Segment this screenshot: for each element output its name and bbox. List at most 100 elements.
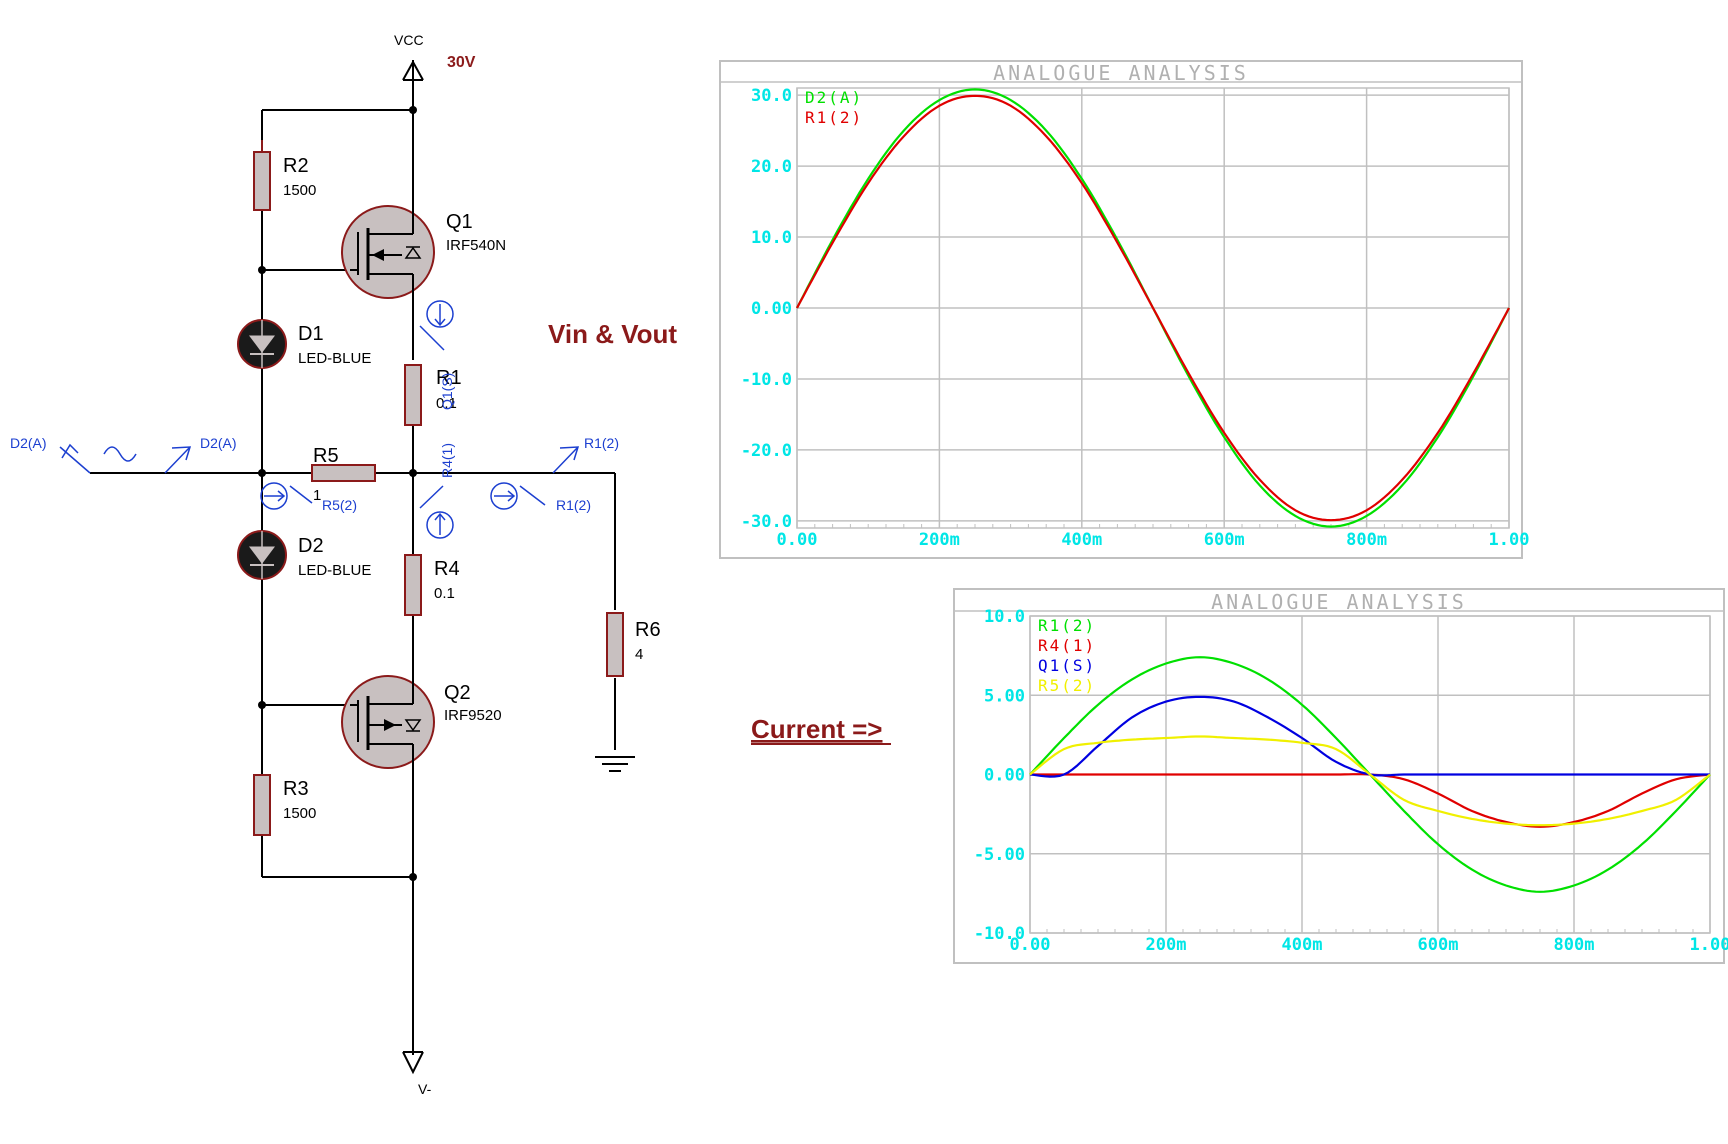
r5-name: R5 xyxy=(313,445,339,467)
q1-name: Q1 xyxy=(446,211,473,233)
junction-dots xyxy=(258,106,417,881)
y-tick-label: 5.00 xyxy=(984,686,1025,706)
y-tick-label: -30.0 xyxy=(741,512,792,532)
y-tick-label: 10.0 xyxy=(984,607,1025,627)
x-tick-label: 600m xyxy=(1204,530,1245,550)
current-probe-r4-1-icon[interactable] xyxy=(419,485,454,539)
legend-entry: R1(2) xyxy=(805,108,863,127)
voltage-graph-y-ticks: 30.0 20.0 10.0 0.00 -10.0 -20.0 -30.0 xyxy=(741,86,792,532)
probe-label-r4-1: R4(1) xyxy=(439,443,455,478)
voltage-graph-series xyxy=(796,88,1510,528)
r5-value: 1 xyxy=(313,487,321,504)
resistor-r2[interactable]: R2 1500 xyxy=(253,140,316,211)
y-tick-label: 30.0 xyxy=(751,86,792,106)
resistor-r6[interactable]: R6 4 xyxy=(606,612,661,677)
r1-name: R1 xyxy=(436,367,462,389)
voltage-probe-r1-2-icon[interactable] xyxy=(552,446,580,474)
x-tick-label: 800m xyxy=(1554,935,1595,955)
y-tick-label: 0.00 xyxy=(984,766,1025,786)
y-tick-label: -10.0 xyxy=(974,924,1025,944)
mosfet-q1[interactable]: Q1 IRF540N xyxy=(341,205,506,299)
r6-name: R6 xyxy=(635,619,661,641)
x-tick-label: 400m xyxy=(1061,530,1102,550)
r4-name: R4 xyxy=(434,558,460,580)
q2-value: IRF9520 xyxy=(444,707,502,724)
x-tick-label: 0.00 xyxy=(777,530,818,550)
x-tick-label: 600m xyxy=(1418,935,1459,955)
x-tick-label: 200m xyxy=(919,530,960,550)
current-graph-y-ticks: 10.0 5.00 0.00 -5.00 -10.0 xyxy=(974,607,1025,944)
y-tick-label: 20.0 xyxy=(751,157,792,177)
legend-entry: R5(2) xyxy=(1038,676,1096,695)
y-tick-label: 10.0 xyxy=(751,228,792,248)
ac-source-icon xyxy=(103,446,137,462)
legend-entry: D2(A) xyxy=(805,88,863,107)
vminus-terminal-icon xyxy=(402,1051,424,1075)
r3-name: R3 xyxy=(283,778,309,800)
legend-entry: R4(1) xyxy=(1038,636,1096,655)
current-graph: ANALOGUE ANALYSIS 10.0 5.00 0.00 -5.00 -10.0… xyxy=(953,588,1728,964)
d2-value: LED-BLUE xyxy=(298,562,371,579)
r6-value: 4 xyxy=(635,646,643,663)
current-probe-r5-2-icon[interactable] xyxy=(260,482,313,510)
voltage-probe-d2a-left-icon[interactable] xyxy=(59,443,91,474)
current-probe-r1-2-icon[interactable] xyxy=(490,482,546,510)
q2-name: Q2 xyxy=(444,682,471,704)
probe-label-d2a-left: D2(A) xyxy=(10,435,47,451)
current-probe-q1-s-icon[interactable] xyxy=(419,300,454,351)
x-tick-label: 1.00 xyxy=(1489,530,1530,550)
y-tick-label: -20.0 xyxy=(741,441,792,461)
voltage-graph-legend: D2(A)R1(2) xyxy=(805,88,863,127)
probe-label-q1-s: Q1(S) xyxy=(439,373,455,410)
probe-label-r1-2-curr: R1(2) xyxy=(556,497,591,513)
y-tick-label: -10.0 xyxy=(741,370,792,390)
series-line-r1-2- xyxy=(796,94,1510,522)
y-tick-label: -5.00 xyxy=(974,845,1025,865)
current-graph-series xyxy=(1029,656,1711,893)
voltage-graph-x-ticks: 0.00 200m 400m 600m 800m 1.00 xyxy=(777,530,1530,550)
d1-name: D1 xyxy=(298,323,324,345)
r1-value: 0.1 xyxy=(436,395,457,412)
y-tick-label: 0.00 xyxy=(751,299,792,319)
d1-value: LED-BLUE xyxy=(298,350,371,367)
x-tick-label: 0.00 xyxy=(1010,935,1051,955)
led-d1[interactable]: D1 LED-BLUE xyxy=(237,319,371,369)
current-annotation: Current => xyxy=(751,714,883,744)
r2-value: 1500 xyxy=(283,182,316,199)
resistor-r5[interactable]: R5 1 xyxy=(311,445,376,504)
probe-label-d2a-right: D2(A) xyxy=(200,435,237,451)
x-tick-label: 200m xyxy=(1146,935,1187,955)
vcc-terminal-icon xyxy=(402,59,424,82)
vminus-label: V- xyxy=(418,1081,432,1097)
voltage-graph-title: ANALOGUE ANALYSIS xyxy=(993,61,1249,85)
vcc-voltage-label: 30V xyxy=(447,54,476,71)
x-tick-label: 400m xyxy=(1282,935,1323,955)
vin-vout-annotation: Vin & Vout xyxy=(548,319,677,349)
resistor-r4[interactable]: R4 0.1 xyxy=(404,554,460,616)
voltage-graph: ANALOGUE ANALYSIS 30.0 20.0 10.0 0.00 -10.0 -… xyxy=(719,60,1530,559)
resistor-r1[interactable]: R1 0.1 xyxy=(404,364,462,426)
legend-entry: R1(2) xyxy=(1038,616,1096,635)
x-tick-label: 1.00 xyxy=(1690,935,1728,955)
current-graph-x-ticks: 0.00 200m 400m 600m 800m 1.00 xyxy=(1010,935,1728,955)
ground-icon xyxy=(595,756,635,772)
vcc-label: VCC xyxy=(394,32,424,48)
voltage-graph-grid xyxy=(796,88,1510,528)
probe-label-r5-2: R5(2) xyxy=(322,497,357,513)
q1-value: IRF540N xyxy=(446,237,506,254)
r4-value: 0.1 xyxy=(434,585,455,602)
r3-value: 1500 xyxy=(283,805,316,822)
mosfet-q2[interactable]: Q2 IRF9520 xyxy=(341,675,502,769)
d2-name: D2 xyxy=(298,535,324,557)
r2-name: R2 xyxy=(283,155,309,177)
series-line-r5-2- xyxy=(1029,735,1711,827)
current-graph-title: ANALOGUE ANALYSIS xyxy=(1211,590,1467,614)
probe-label-r1-2-volt: R1(2) xyxy=(584,435,619,451)
voltage-probe-d2a-right-icon[interactable] xyxy=(164,446,192,474)
led-d2[interactable]: D2 LED-BLUE xyxy=(237,530,371,580)
x-tick-label: 800m xyxy=(1346,530,1387,550)
resistor-r3[interactable]: R3 1500 xyxy=(253,774,316,836)
current-graph-legend: R1(2)R4(1)Q1(S)R5(2) xyxy=(1038,616,1096,695)
legend-entry: Q1(S) xyxy=(1038,656,1096,675)
